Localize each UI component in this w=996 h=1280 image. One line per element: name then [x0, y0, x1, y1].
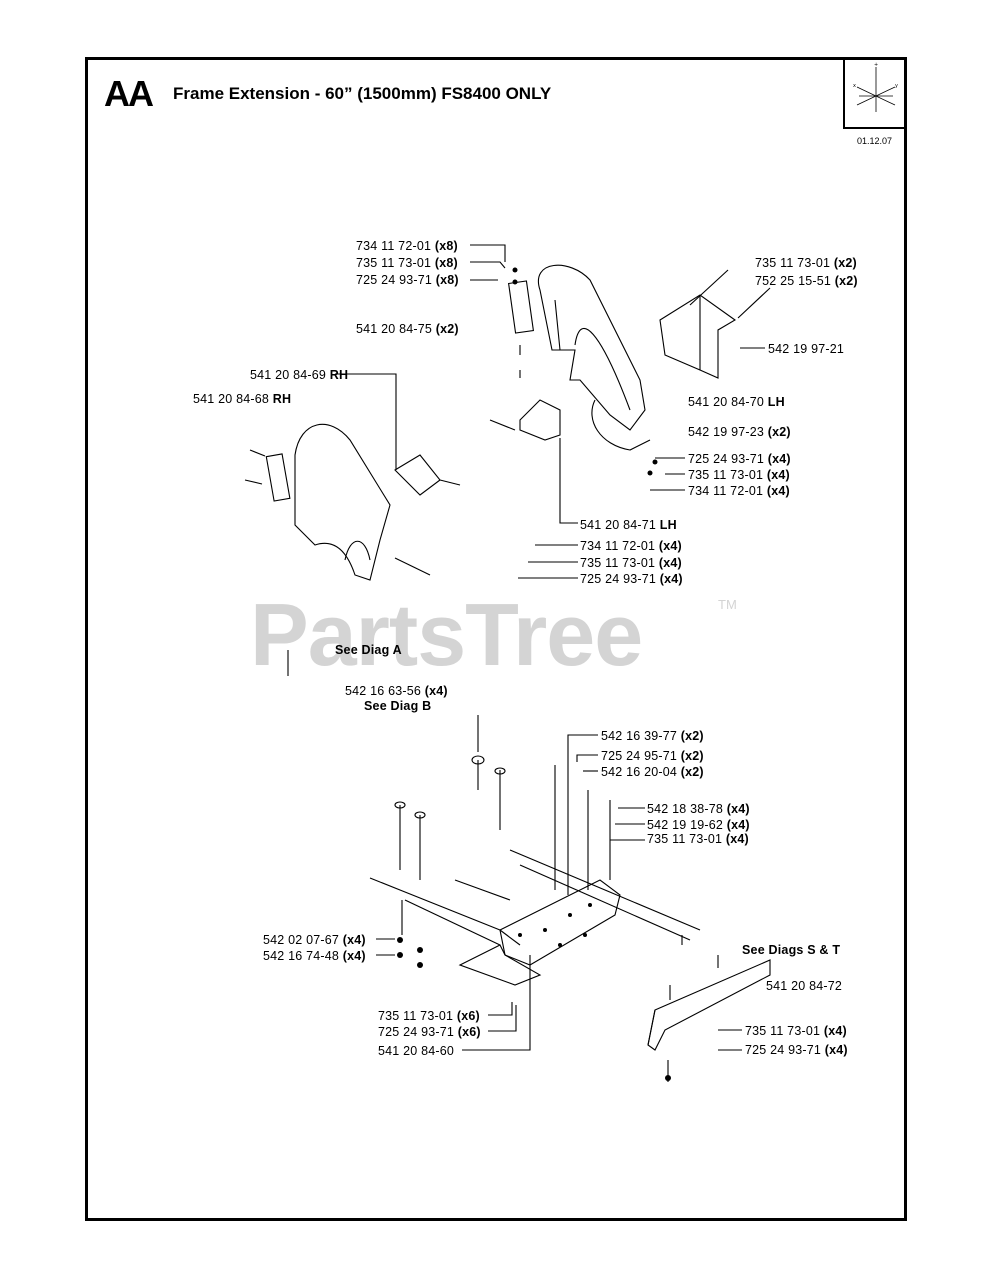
callout: 541 20 84-70 LH: [688, 395, 785, 409]
callout: 542 02 07-67 (x4): [263, 933, 366, 947]
diagram-title: Frame Extension - 60” (1500mm) FS8400 ON…: [173, 84, 552, 103]
callout: 541 20 84-75 (x2): [356, 322, 459, 336]
callout: 541 20 84-71 LH: [580, 518, 677, 532]
callout: 541 20 84-69 RH: [250, 368, 349, 382]
callout: 541 20 84-72: [766, 979, 843, 993]
callout: 735 11 73-01 (x6): [378, 1009, 480, 1023]
callout: 542 19 97-23 (x2): [688, 425, 791, 439]
reference-diag-a: See Diag A: [335, 643, 402, 657]
reference-diag-b: See Diag B: [364, 699, 432, 713]
revision-date: 01.12.07: [857, 136, 893, 146]
callout: 725 24 93-71 (x6): [378, 1025, 481, 1039]
callout: 752 25 15-51 (x2): [755, 274, 858, 288]
callout: 735 11 73-01 (x2): [755, 256, 857, 270]
callout: 725 24 93-71 (x4): [745, 1043, 848, 1057]
callout: 725 24 95-71 (x2): [601, 749, 704, 763]
callout: 725 24 93-71 (x4): [580, 572, 683, 586]
callout: 542 16 39-77 (x2): [601, 729, 704, 743]
callout: 542 18 38-78 (x4): [647, 802, 750, 816]
reference-diags-s-t: See Diags S & T: [742, 943, 841, 957]
watermark-trademark: TM: [718, 597, 737, 612]
callout: 734 11 72-01 (x4): [688, 484, 790, 498]
callout: 542 16 63-56 (x4): [345, 684, 448, 698]
svg-text:+: +: [874, 62, 878, 68]
callout: 734 11 72-01 (x8): [356, 239, 458, 253]
svg-text:x: x: [853, 83, 856, 89]
callout: 735 11 73-01 (x4): [647, 832, 749, 846]
section-code: AA: [104, 73, 154, 114]
orientation-compass-icon: + x y: [843, 57, 907, 129]
callout: 735 11 73-01 (x4): [580, 556, 682, 570]
callout: 734 11 72-01 (x4): [580, 539, 682, 553]
callout: 725 24 93-71 (x8): [356, 273, 459, 287]
callout: 541 20 84-60: [378, 1044, 455, 1058]
callout: 735 11 73-01 (x4): [745, 1024, 847, 1038]
callout: 542 19 97-21: [768, 342, 845, 356]
watermark: PartsTree: [250, 585, 643, 684]
callout: 735 11 73-01 (x4): [688, 468, 790, 482]
svg-text:y: y: [895, 83, 898, 89]
callout: 541 20 84-68 RH: [193, 392, 292, 406]
callout: 542 16 74-48 (x4): [263, 949, 366, 963]
diagram-frame: [85, 57, 907, 1221]
callout: 735 11 73-01 (x8): [356, 256, 458, 270]
callout: 542 16 20-04 (x2): [601, 765, 704, 779]
callout: 725 24 93-71 (x4): [688, 452, 791, 466]
callout: 542 19 19-62 (x4): [647, 818, 750, 832]
